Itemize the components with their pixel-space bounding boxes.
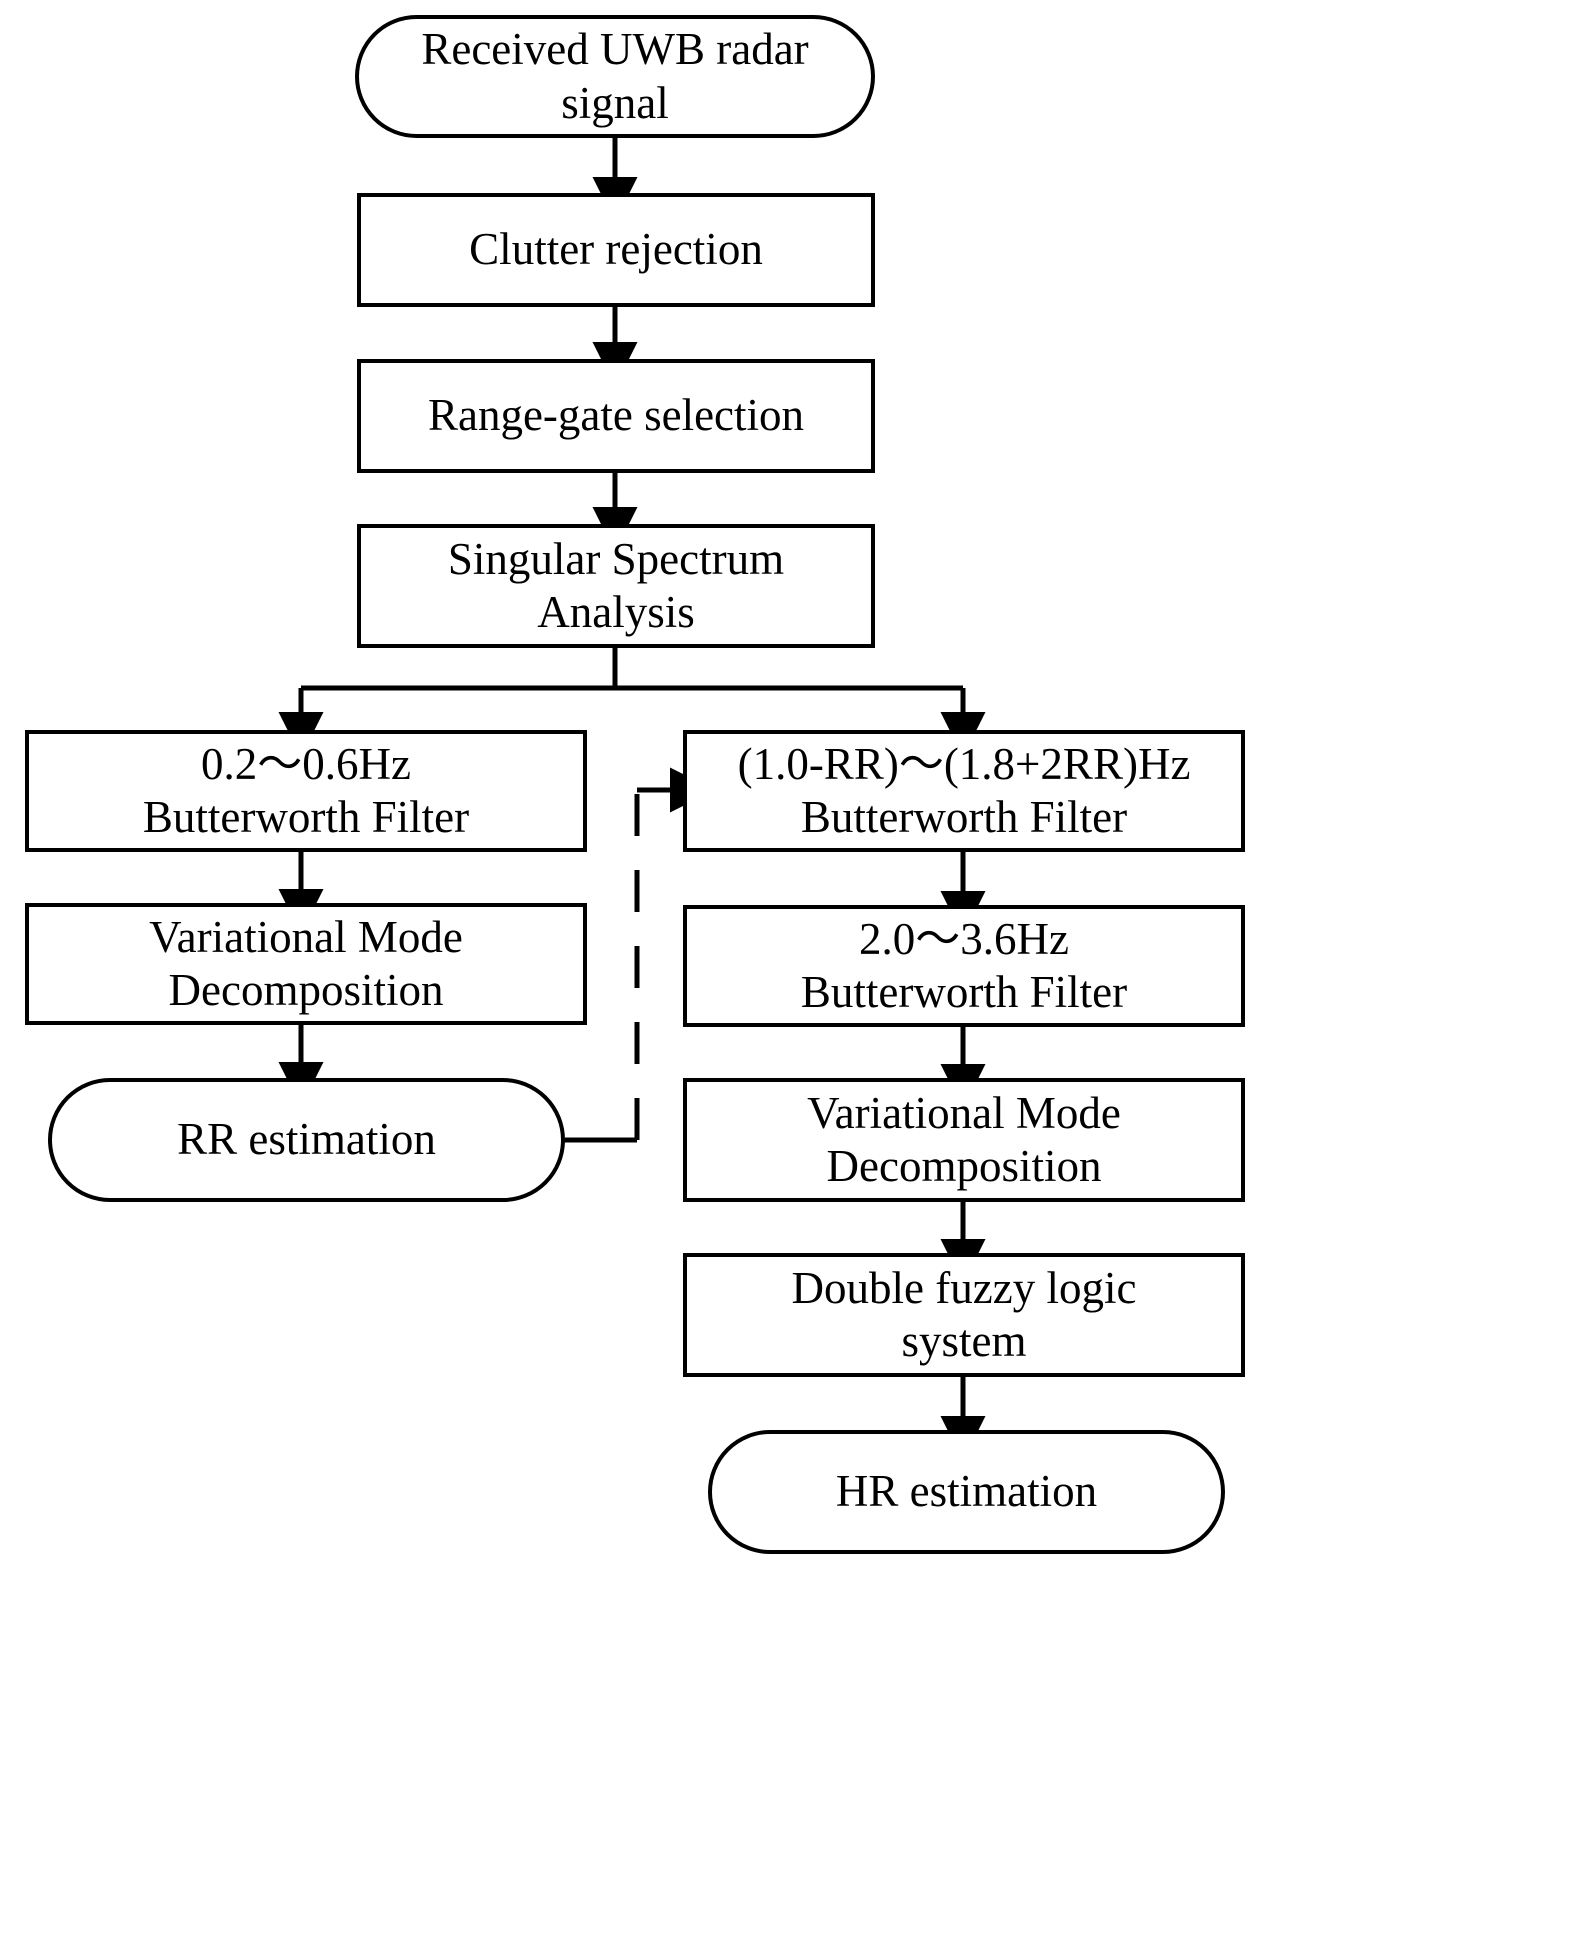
node-label: Range-gate selection	[427, 390, 805, 441]
node-label: HR estimation	[835, 1466, 1098, 1517]
node-clutter-rejection[interactable]: Clutter rejection	[357, 193, 875, 307]
node-hr-estimation[interactable]: HR estimation	[708, 1430, 1225, 1554]
node-rr-estimation[interactable]: RR estimation	[48, 1078, 565, 1202]
node-range-gate-selection[interactable]: Range-gate selection	[357, 359, 875, 473]
node-label: RR estimation	[177, 1114, 436, 1165]
node-label: Clutter rejection	[469, 224, 763, 275]
